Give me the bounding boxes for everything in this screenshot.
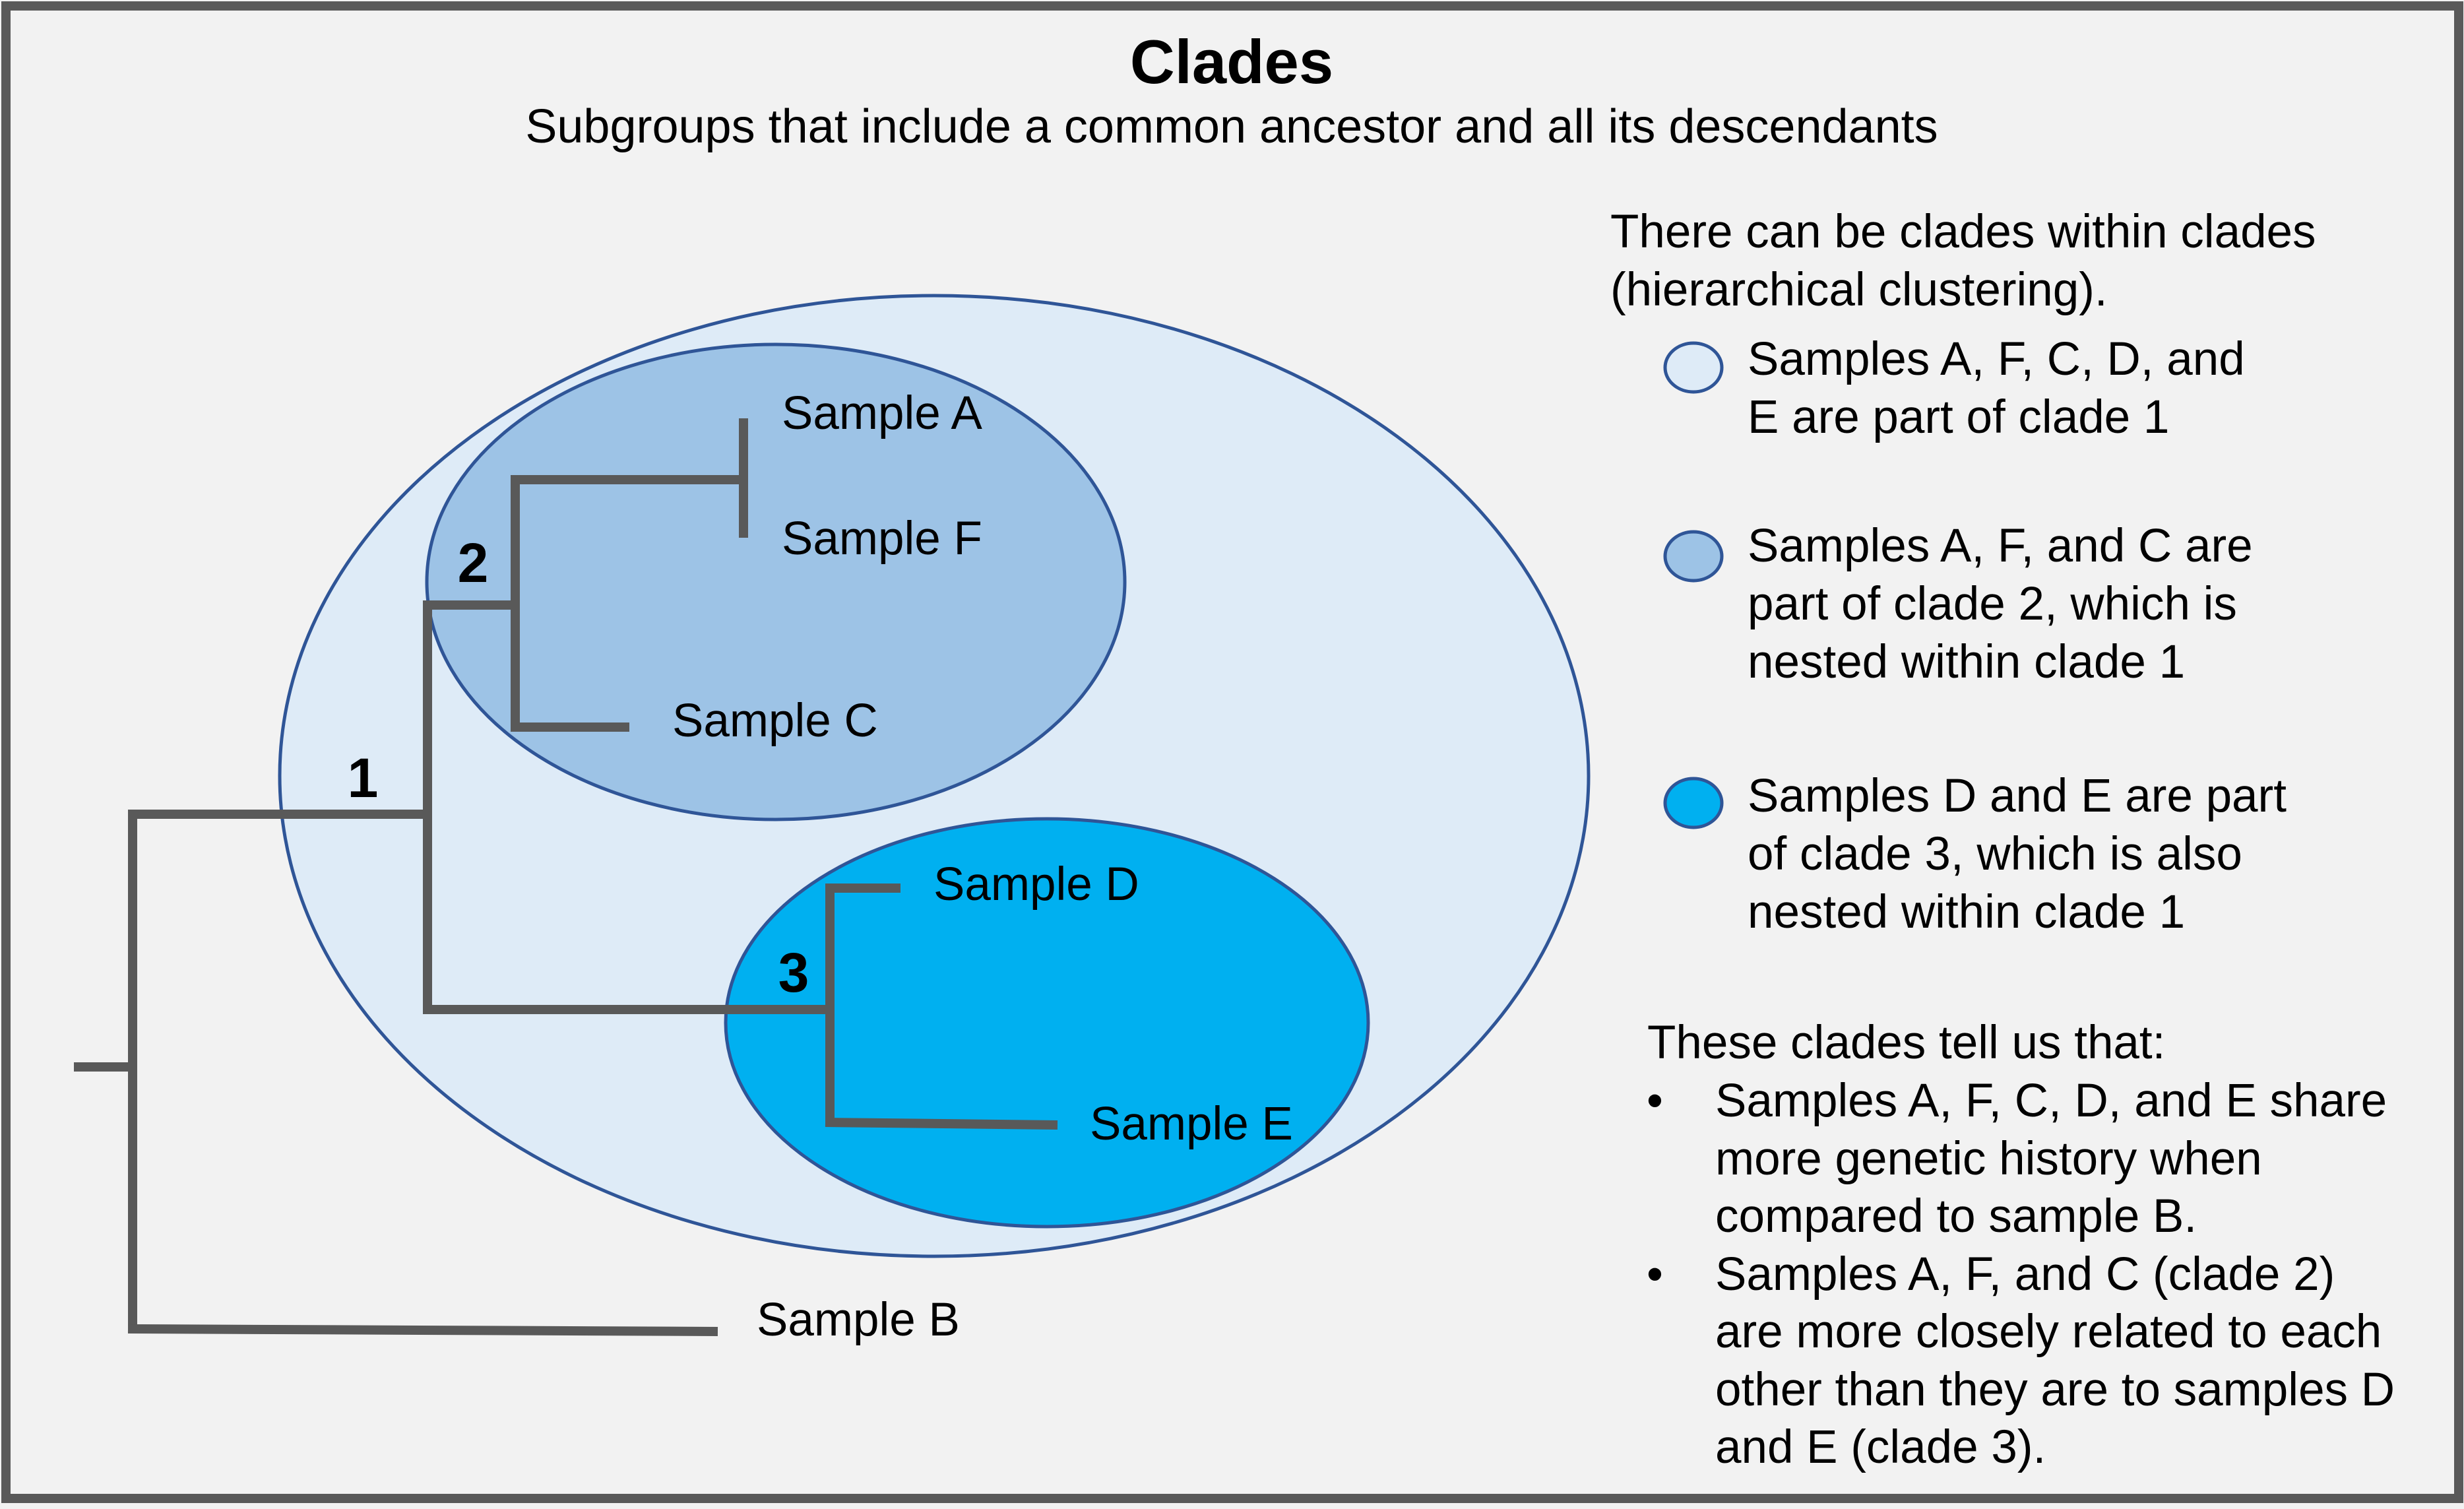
legend-item-clade-3: Samples D and E are part of clade 3, whi… xyxy=(1663,770,2287,938)
sample-d-label: Sample D xyxy=(933,858,1139,911)
legend-intro-line: (hierarchical clustering). xyxy=(1610,264,2108,316)
phylogenetic-tree xyxy=(74,418,1058,1336)
branch-to-sample-b xyxy=(127,1324,718,1336)
conclusions-heading: These clades tell us that: xyxy=(1647,1017,2165,1069)
legend-item-text: of clade 3, which is also xyxy=(1748,828,2242,880)
bullet-text: are more closely related to each xyxy=(1715,1306,2382,1358)
sample-f-label: Sample F xyxy=(782,513,982,565)
conclusions: These clades tell us that: • Samples A, … xyxy=(1647,1017,2395,1473)
clade-3-swatch-icon xyxy=(1663,777,1724,829)
bullet-icon: • xyxy=(1647,1075,1663,1127)
sample-c-label: Sample C xyxy=(672,695,878,747)
branch-to-sample-e xyxy=(825,1118,1058,1130)
legend-item-text: Samples D and E are part xyxy=(1748,770,2287,822)
bullet-text: more genetic history when xyxy=(1715,1133,2262,1185)
legend: There can be clades within clades (hiera… xyxy=(1610,206,2316,938)
clade-2-ellipse xyxy=(425,342,1127,821)
legend-item-text: part of clade 2, which is xyxy=(1748,578,2237,630)
sample-e-label: Sample E xyxy=(1090,1098,1293,1150)
page-subtitle: Subgroups that include a common ancestor… xyxy=(525,100,1938,153)
clade-2-swatch-icon xyxy=(1663,530,1724,583)
legend-item-text: Samples A, F, C, D, and xyxy=(1748,333,2245,385)
legend-intro-line: There can be clades within clades xyxy=(1610,206,2316,258)
legend-item-text: nested within clade 1 xyxy=(1748,886,2185,938)
bullet-text: other than they are to samples D xyxy=(1715,1364,2395,1416)
clade-1-label: 1 xyxy=(348,747,379,809)
clade-1-swatch-icon xyxy=(1663,341,1724,394)
clade-2-label: 2 xyxy=(458,532,489,594)
legend-item-text: Samples A, F, and C are xyxy=(1748,520,2253,572)
bullet-text: Samples A, F, and C (clade 2) xyxy=(1715,1248,2335,1300)
legend-item-text: E are part of clade 1 xyxy=(1748,391,2169,443)
bullet-text: compared to sample B. xyxy=(1715,1190,2197,1242)
legend-item-clade-2: Samples A, F, and C are part of clade 2,… xyxy=(1663,520,2253,688)
page-title: Clades xyxy=(1130,27,1333,96)
bullet-text: Samples A, F, C, D, and E share xyxy=(1715,1075,2387,1127)
bullet-icon: • xyxy=(1647,1248,1663,1300)
legend-item-text: nested within clade 1 xyxy=(1748,636,2185,688)
clade-3-label: 3 xyxy=(778,942,809,1004)
bullet-text: and E (clade 3). xyxy=(1715,1421,2046,1473)
sample-a-label: Sample A xyxy=(782,387,983,439)
sample-b-label: Sample B xyxy=(757,1294,960,1346)
legend-item-clade-1: Samples A, F, C, D, and E are part of cl… xyxy=(1663,333,2245,443)
